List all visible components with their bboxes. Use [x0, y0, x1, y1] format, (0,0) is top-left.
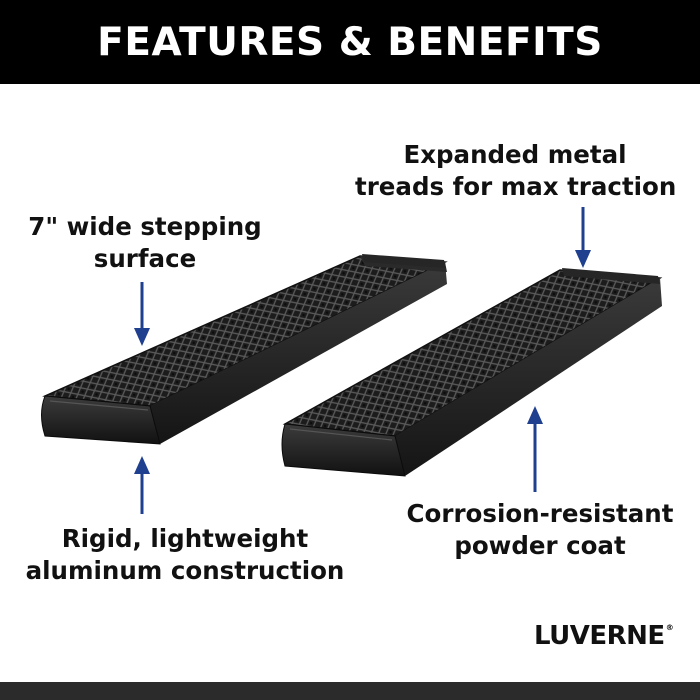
- running-boards-illustration: [41, 207, 663, 514]
- left-running-board: [41, 254, 448, 445]
- callout-line: surface: [93, 244, 197, 273]
- brand-logo: LUVERNE®: [534, 621, 674, 651]
- callout-stepping-surface: 7" wide stepping surface: [10, 211, 280, 275]
- page-title: FEATURES & BENEFITS: [97, 19, 603, 65]
- callout-line: 7" wide stepping: [28, 212, 262, 241]
- footer-bar: [0, 682, 700, 700]
- registered-mark: ®: [665, 623, 674, 632]
- callout-line: Rigid, lightweight: [61, 524, 309, 553]
- brand-name: LUVERNE: [534, 621, 665, 651]
- arrow-up-icon: [134, 456, 150, 514]
- right-running-board: [281, 268, 663, 477]
- arrow-down-icon: [134, 282, 150, 346]
- callout-line: Corrosion-resistant: [406, 499, 674, 528]
- callout-line: Expanded metal: [403, 140, 627, 169]
- arrow-down-icon: [575, 207, 591, 268]
- header-banner: FEATURES & BENEFITS: [0, 0, 700, 84]
- callout-line: powder coat: [454, 531, 626, 560]
- callout-line: treads for max traction: [355, 172, 677, 201]
- arrow-up-icon: [527, 406, 543, 492]
- callout-line: aluminum construction: [25, 556, 345, 585]
- callout-expanded-metal-treads: Expanded metal treads for max traction: [355, 139, 677, 203]
- callout-aluminum-construction: Rigid, lightweight aluminum construction: [10, 523, 360, 587]
- callout-powder-coat: Corrosion-resistant powder coat: [390, 498, 690, 562]
